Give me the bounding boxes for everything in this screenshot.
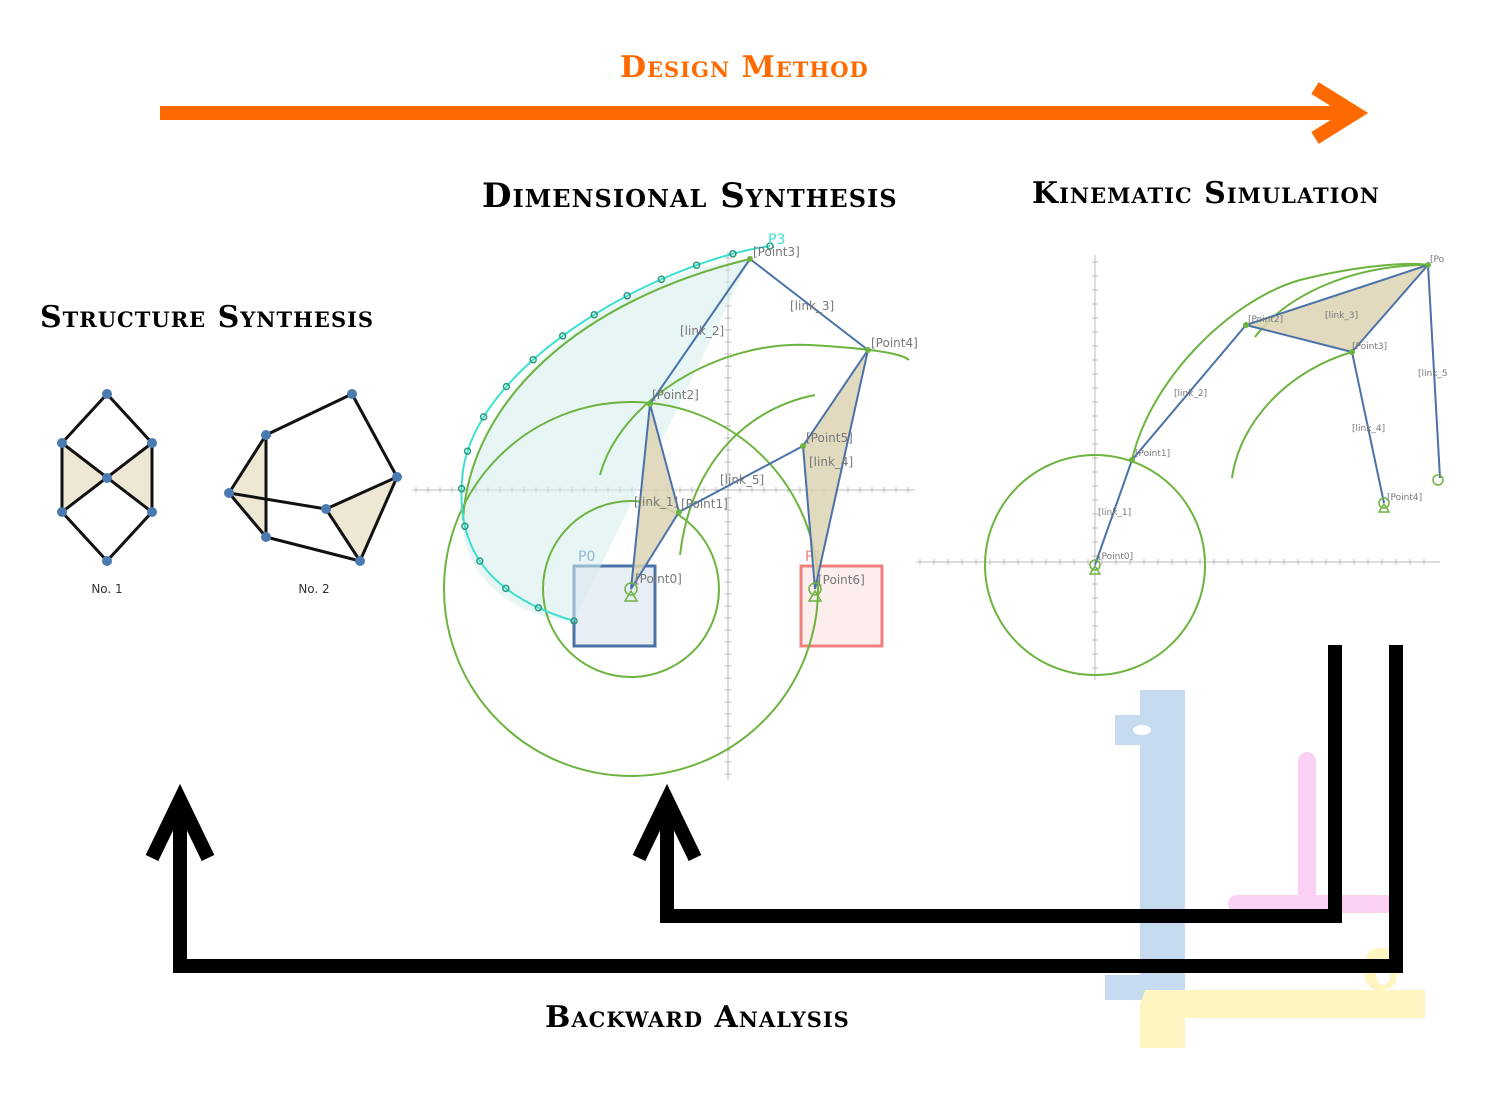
path-marker <box>461 522 469 531</box>
kinematic-simulation-title: Kinematic Simulation <box>1032 176 1380 211</box>
path-marker <box>502 382 511 391</box>
backward-analysis-title: Backward Analysis <box>545 1000 850 1035</box>
point4-label: [Point4] <box>871 336 918 350</box>
link5-label: [link_5] <box>720 473 764 487</box>
link3-label: [link_3] <box>790 299 834 313</box>
backward-feedback-paths <box>145 645 1403 973</box>
structure-graph-no2: No. 2 <box>224 389 402 596</box>
point2-label: [Point2] <box>652 388 699 402</box>
path-marker <box>623 292 631 300</box>
path-marker <box>529 355 537 364</box>
path-marker <box>479 413 488 421</box>
path-marker <box>590 310 598 319</box>
point5-label: [Point5] <box>806 431 853 445</box>
kin-link3-label: [link_3] <box>1325 311 1358 321</box>
link2-label: [link_2] <box>680 324 724 338</box>
path-marker <box>729 250 737 258</box>
kin-link5-label: [link_5 <box>1418 369 1448 379</box>
design-method-title: Design Method <box>620 50 869 85</box>
kin-link2-label: [link_2] <box>1174 389 1207 399</box>
kin-point5-label: [Po <box>1430 255 1445 265</box>
path-marker <box>570 617 578 625</box>
structure-synthesis-title: Structure Synthesis <box>40 300 375 335</box>
dimensional-synthesis-plot: P0 P1 P3 <box>412 232 918 780</box>
kin-link4-label: [link_4] <box>1352 424 1385 434</box>
dimensional-synthesis-title: Dimensional Synthesis <box>482 176 898 216</box>
arrow-right-icon <box>160 82 1369 144</box>
path-marker <box>766 242 774 250</box>
point0-label: [Point0] <box>635 572 682 586</box>
path-marker <box>657 275 666 284</box>
point6-label: [Point6] <box>818 573 865 587</box>
path-marker <box>502 584 510 593</box>
graph-no1-label: No. 1 <box>91 582 122 596</box>
path-marker <box>463 447 472 455</box>
kin-point3-label: [Point3] <box>1352 342 1387 352</box>
kin-point2-label: [Point2] <box>1248 315 1283 325</box>
kinematic-simulation-plot: [Point0] [Point1] [Point2] [Point3] [Poi… <box>916 255 1448 680</box>
link1-label: [link_1] <box>634 495 678 509</box>
pyslvs-logo-icon <box>1105 690 1425 1048</box>
structure-graph-no1: No. 1 <box>57 389 157 596</box>
point3-label: [Point3] <box>753 245 800 259</box>
arrow-up-icon <box>145 783 215 862</box>
arrow-up-icon <box>632 783 702 862</box>
path-marker <box>534 604 543 612</box>
path-marker <box>692 261 701 269</box>
kin-point1-label: [Point1] <box>1135 449 1170 459</box>
kin-link1-label: [link_1] <box>1098 508 1131 518</box>
path-marker <box>558 332 567 340</box>
feedback-path-outer <box>173 645 1403 973</box>
kin-point4-label: [Point4] <box>1387 493 1422 503</box>
link4-label: [link_4] <box>809 455 853 469</box>
feedback-path-inner <box>660 645 1342 923</box>
p3-label: P3 <box>768 232 785 248</box>
path-marker <box>457 484 466 493</box>
point1-label: [Point1] <box>681 497 728 511</box>
graph-no2-label: No. 2 <box>298 582 329 596</box>
kin-point0-label: [Point0] <box>1098 552 1133 562</box>
path-marker <box>476 557 484 565</box>
